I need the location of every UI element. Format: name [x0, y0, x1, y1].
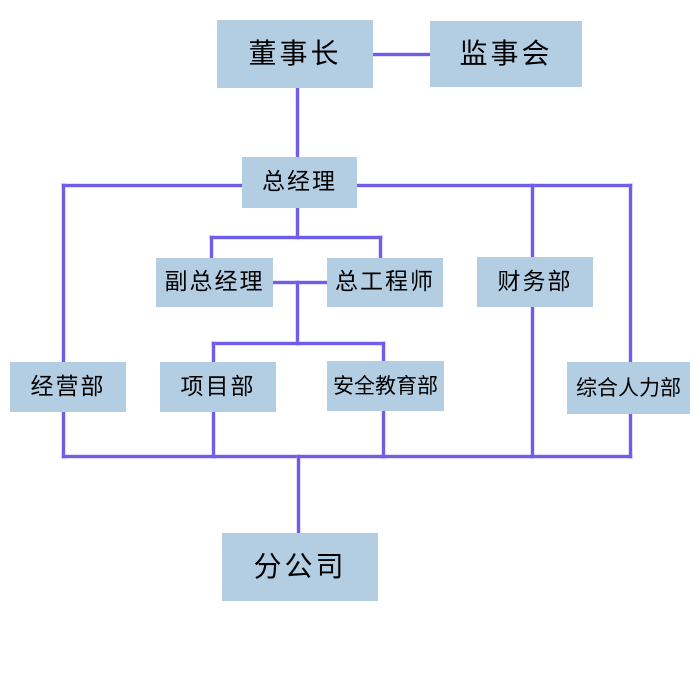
- connector-right-drop: [629, 184, 632, 458]
- connector-bracket1-left-drop: [210, 236, 213, 260]
- connector-bracket1-horizontal: [210, 236, 382, 239]
- node-chief-engineer[interactable]: 总工程师: [327, 258, 443, 307]
- node-operations-department[interactable]: 经营部: [10, 362, 126, 412]
- node-safety-education-department[interactable]: 安全教育部: [327, 361, 444, 411]
- connector-bottom-bus: [62, 455, 632, 458]
- connector-branch-drop: [297, 455, 300, 535]
- connector-gm-bracket-drop: [296, 208, 299, 239]
- node-supervisory-board[interactable]: 监事会: [430, 21, 582, 87]
- node-project-department[interactable]: 项目部: [160, 362, 276, 412]
- connector-mid-drop: [296, 281, 299, 345]
- connector-deputy-chief: [273, 281, 327, 284]
- connector-left-drop: [62, 184, 65, 458]
- connector-chairman-general-manager: [296, 88, 299, 157]
- node-general-manager[interactable]: 总经理: [242, 157, 357, 208]
- connector-bracket2-horizontal: [212, 342, 385, 345]
- connector-bracket1-right-drop: [379, 236, 382, 260]
- node-deputy-general-manager[interactable]: 副总经理: [156, 258, 273, 307]
- node-chairman[interactable]: 董事长: [217, 20, 373, 88]
- connector-chairman-supervisory: [373, 53, 430, 56]
- node-branch-company[interactable]: 分公司: [222, 533, 378, 601]
- connector-finance-drop: [531, 184, 534, 458]
- node-general-hr-department[interactable]: 综合人力部: [567, 362, 690, 414]
- node-finance-department[interactable]: 财务部: [477, 257, 593, 307]
